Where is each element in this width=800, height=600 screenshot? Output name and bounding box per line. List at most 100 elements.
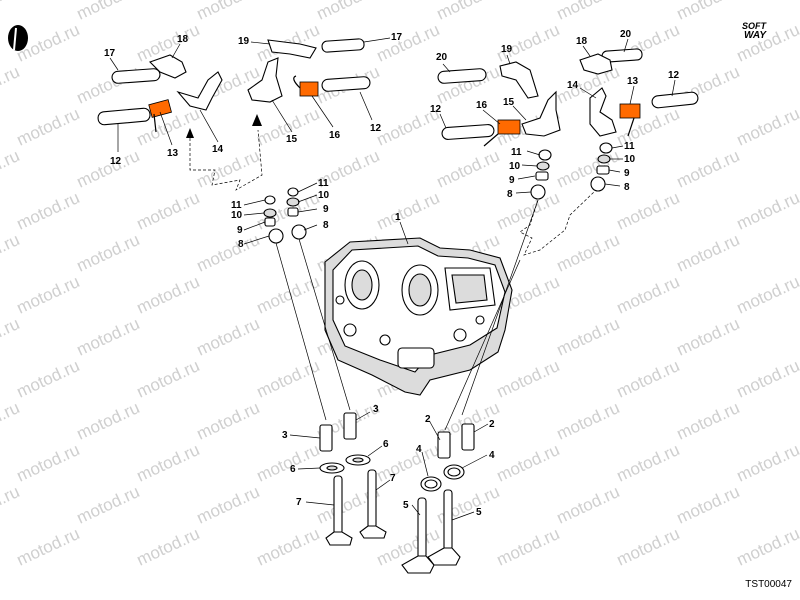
- callout-6: 6: [290, 464, 296, 475]
- watermark-text: motod.ru: [194, 0, 263, 24]
- callout-14: 14: [567, 80, 579, 91]
- callout-8: 8: [624, 182, 630, 193]
- cylinder-head: [324, 221, 513, 396]
- callout-7: 7: [296, 497, 302, 508]
- watermark-text: motod.ru: [0, 314, 22, 360]
- logo-icon: [8, 25, 28, 51]
- watermark-text: motod.ru: [554, 0, 623, 24]
- right-valve-train: [401, 48, 699, 574]
- callout-12: 12: [370, 123, 382, 134]
- watermark-text: motod.ru: [134, 188, 203, 234]
- callout-19: 19: [238, 36, 250, 47]
- spring-13-left: [148, 99, 172, 133]
- valve-guide-2-right: [461, 423, 475, 451]
- watermark-text: motod.ru: [374, 188, 443, 234]
- callout-4: 4: [489, 450, 495, 461]
- callout-17: 17: [104, 48, 116, 59]
- callout-20: 20: [620, 29, 632, 40]
- watermark-text: motod.ru: [254, 356, 323, 402]
- rocker-shaft-17-right: [321, 38, 365, 53]
- watermark-text: motod.ru: [434, 146, 503, 192]
- watermark-text: motod.ru: [134, 524, 203, 570]
- brand-logo: SOFT WAY: [742, 21, 766, 41]
- callout-15: 15: [503, 97, 515, 108]
- watermark-text: motod.ru: [494, 188, 563, 234]
- spring-13-right: [619, 103, 641, 137]
- watermark-text: motod.ru: [74, 398, 143, 444]
- watermark-text: motod.ru: [674, 146, 743, 192]
- watermark-text: motod.ru: [434, 0, 503, 24]
- watermark-text: motod.ru: [0, 398, 22, 444]
- callout-4: 4: [416, 444, 422, 455]
- watermark-text: motod.ru: [0, 146, 22, 192]
- rocker-arm-19-left: [267, 39, 317, 59]
- callout-10: 10: [509, 161, 521, 172]
- watermark-text: motod.ru: [614, 356, 683, 402]
- rocker-shaft-17-left: [111, 68, 161, 84]
- watermark-text: motod.ru: [254, 272, 323, 318]
- callout-10: 10: [624, 154, 636, 165]
- watermark-text: motod.ru: [134, 440, 203, 486]
- watermark-text: motod.ru: [674, 230, 743, 276]
- watermark-text: motod.ru: [434, 62, 503, 108]
- watermark-text: motod.ru: [74, 482, 143, 528]
- rocker-arm-19-right: [499, 61, 539, 99]
- rocker-arm-14-left: [176, 71, 223, 111]
- valve-5-left: [401, 497, 435, 574]
- watermark-text: motod.ru: [14, 104, 83, 150]
- watermark-text: motod.ru: [194, 230, 263, 276]
- rocker-shaft-12-left2: [441, 124, 495, 140]
- watermark-text: motod.ru: [254, 440, 323, 486]
- callout-12: 12: [110, 156, 122, 167]
- watermark-text: motod.ru: [0, 62, 22, 108]
- callout-1: 1: [395, 212, 401, 223]
- watermark-text: motod.ru: [614, 524, 683, 570]
- watermark-text: motod.ru: [734, 356, 800, 402]
- left-valve-train: [97, 38, 387, 546]
- callout-11: 11: [318, 178, 329, 189]
- callout-8: 8: [323, 220, 329, 231]
- callout-5: 5: [403, 500, 409, 511]
- watermark-text: motod.ru: [74, 0, 143, 24]
- watermark-text: motod.ru: [734, 440, 800, 486]
- watermark-text: motod.ru: [14, 524, 83, 570]
- callout-20: 20: [436, 52, 448, 63]
- watermark-text: motod.ru: [554, 482, 623, 528]
- watermark-text: motod.ru: [614, 272, 683, 318]
- spring-16-right: [483, 119, 521, 147]
- callout-12: 12: [430, 104, 442, 115]
- watermark-text: motod.ru: [674, 482, 743, 528]
- watermark-text: motod.ru: [674, 398, 743, 444]
- rocker-arm-14-right: [589, 87, 617, 137]
- rocker-arm-18-right: [579, 53, 613, 75]
- watermark-text: motod.ru: [74, 230, 143, 276]
- callout-labels: 1 18 17 19 17 12 13 14 15 16 12 11 10 9 …: [104, 29, 680, 518]
- spring-16-left: [293, 75, 319, 97]
- valve-7-right: [359, 469, 387, 539]
- watermark-text: motod.ru: [14, 356, 83, 402]
- callout-8: 8: [507, 189, 513, 200]
- watermark-text: motod.ru: [134, 356, 203, 402]
- callout-11: 11: [624, 141, 635, 152]
- watermark-text: motod.ru: [14, 188, 83, 234]
- callout-17: 17: [391, 32, 403, 43]
- watermark-text: motod.ru: [134, 272, 203, 318]
- callout-8: 8: [238, 239, 244, 250]
- callout-13: 13: [627, 76, 639, 87]
- watermark-text: motod.ru: [14, 440, 83, 486]
- callout-11: 11: [511, 147, 522, 158]
- watermark-text: motod.ru: [0, 230, 22, 276]
- callout-6: 6: [383, 439, 389, 450]
- leader-lines: [109, 37, 676, 521]
- watermark-text: motod.ru: [374, 20, 443, 66]
- watermark-text: motod.ru: [734, 272, 800, 318]
- callout-16: 16: [476, 100, 488, 111]
- callout-11: 11: [231, 200, 242, 211]
- arrow-up-icon: [186, 114, 262, 138]
- watermark-text: motod.ru: [554, 398, 623, 444]
- valve-guide-3-right: [343, 412, 357, 440]
- rocker-shaft-12-right: [321, 76, 371, 92]
- callout-3: 3: [373, 404, 379, 415]
- callout-19: 19: [501, 44, 513, 55]
- callout-9: 9: [624, 168, 630, 179]
